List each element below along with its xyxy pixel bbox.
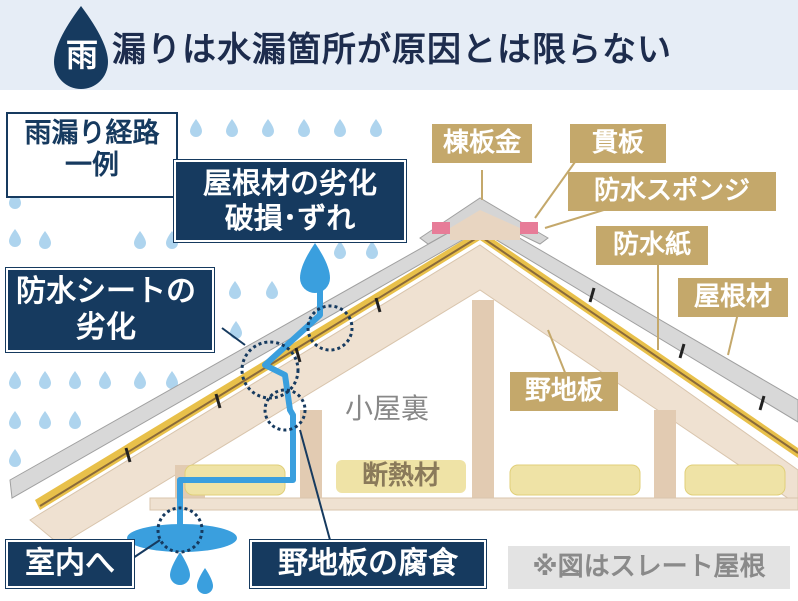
roof-deterioration-line1: 屋根材の劣化 [202,166,377,200]
water-puddle [127,524,237,552]
leak-point-marker [263,388,307,432]
sheathing-board-label: 野地板 [510,372,618,412]
route-example-box: 雨漏り経路 一例 [6,112,178,198]
nuki-label: 貫板 [570,124,666,164]
indoor-label: 室内へ [6,540,134,588]
route-label-line2: 一例 [65,150,119,182]
water-leak-route [177,290,323,530]
leak-point-marker [156,506,204,554]
water-drop-icon [197,568,213,594]
attic-label: 小屋裏 [345,392,430,425]
header-icon-char: 雨 [65,36,98,74]
header-drop-icon [54,6,108,89]
roof-structure [9,197,798,546]
roof-deterioration-line2: 破損･ずれ [224,200,356,235]
slate-roof-note: ※図はスレート屋根 [508,546,790,590]
header-band [0,0,798,90]
sheathing-decay-label: 野地板の腐食 [250,540,486,588]
ridge-metal-label: 棟板金 [432,124,532,164]
sheet-deterioration-line2: 劣化 [76,310,136,345]
water-drop-icon [170,552,190,585]
roof-deterioration-label: 屋根材の劣化 破損･ずれ [174,160,406,242]
sheet-deterioration-label: 防水シートの 劣化 [6,268,214,352]
leak-point-marker [306,304,354,352]
route-label-line1: 雨漏り経路 [24,118,160,149]
waterproof-paper-label: 防水紙 [596,226,708,266]
insulation-label: 断熱材 [336,460,466,494]
waterproof-sponge-label: 防水スポンジ [568,172,776,212]
page-title: 漏りは水漏箇所が原因とは限らない [112,30,672,70]
sheet-deterioration-line1: 防水シートの [16,274,196,309]
leak-point-marker [240,340,300,400]
water-drop-icon [300,243,330,293]
roof-material-label: 屋根材 [678,278,788,318]
